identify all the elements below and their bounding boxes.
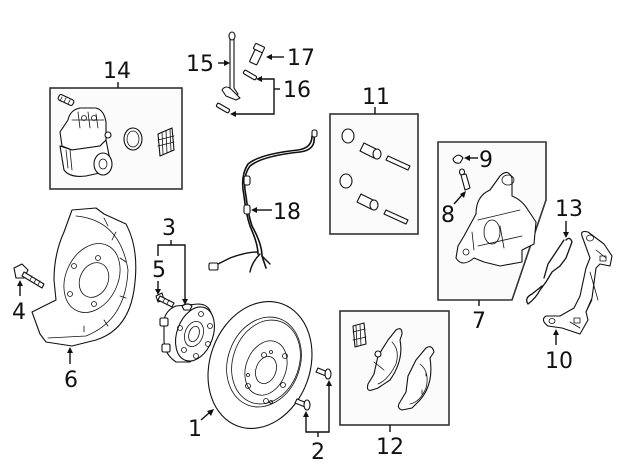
- callout-1: 1: [188, 417, 202, 442]
- part-group-9[interactable]: 9: [452, 148, 493, 173]
- bleeder-cap-icon: [452, 154, 464, 164]
- callout-4: 4: [12, 300, 26, 325]
- clip-icon: [215, 102, 231, 114]
- part-group-8[interactable]: 8: [441, 168, 471, 228]
- caliper-bracket-icon: [542, 230, 613, 335]
- part-group-11[interactable]: 11: [329, 85, 419, 235]
- actuator-screw-icon: [57, 94, 75, 106]
- callout-10: 10: [545, 349, 573, 374]
- arrow-3: [182, 299, 188, 305]
- hose-bolt-icon: [249, 42, 266, 66]
- callout-9: 9: [479, 148, 493, 173]
- callout-2: 2: [311, 440, 325, 465]
- part-group-4[interactable]: 4: [12, 263, 45, 325]
- leader-1: [200, 412, 210, 421]
- brake-rotor-icon: [207, 301, 313, 429]
- part-group-12[interactable]: 12: [339, 310, 450, 460]
- arrow-1: [207, 409, 214, 416]
- arrow-9: [464, 155, 470, 161]
- callout-14: 14: [103, 59, 131, 84]
- outer-brake-pad-icon: [397, 346, 435, 411]
- part-group-10[interactable]: 10: [542, 230, 613, 375]
- part-group-13[interactable]: 13: [526, 197, 583, 305]
- actuator-motor-icon: [59, 107, 113, 177]
- leader-8: [453, 194, 463, 205]
- arrow-8: [460, 191, 466, 198]
- guide-boot-icon: [339, 128, 355, 189]
- part-group-17[interactable]: 17: [249, 42, 315, 71]
- callout-5: 5: [152, 258, 166, 283]
- arrow-17: [266, 54, 272, 60]
- arrow-5: [155, 289, 161, 295]
- callout-17: 17: [287, 46, 315, 71]
- part-group-15[interactable]: 15: [186, 31, 241, 101]
- part-group-18[interactable]: 18: [208, 129, 318, 273]
- callout-7: 7: [472, 309, 486, 334]
- inner-brake-pad-icon: [366, 328, 403, 391]
- arrow-13: [563, 232, 569, 238]
- clip-icon: [242, 69, 258, 81]
- hose-fitting-icon: [228, 31, 236, 41]
- rotor-screw-icon: [294, 367, 332, 411]
- callout-13: 13: [555, 197, 583, 222]
- splash-shield-icon: [31, 207, 137, 347]
- grease-packet-icon: [157, 127, 175, 157]
- callout-18: 18: [273, 200, 301, 225]
- anti-rattle-spring-icon: [526, 237, 573, 305]
- part-group-7[interactable]: 7: [437, 141, 547, 334]
- callout-11: 11: [362, 85, 390, 110]
- part-group-5[interactable]: 5: [152, 258, 175, 308]
- callout-16: 16: [283, 78, 311, 103]
- part-group-1[interactable]: 1: [188, 287, 329, 443]
- seal-ring-icon: [123, 127, 143, 151]
- arrow-6: [67, 347, 73, 353]
- hub-bolt-icon: [13, 263, 45, 289]
- leader-16: [236, 78, 275, 115]
- callout-15: 15: [186, 52, 214, 77]
- part-group-3[interactable]: 3: [157, 216, 221, 366]
- abs-sensor-wire-icon: [208, 129, 318, 273]
- callout-8: 8: [441, 203, 455, 228]
- part-group-16[interactable]: 16: [215, 69, 311, 117]
- caliper-housing-icon: [455, 171, 537, 267]
- arrow-10: [553, 329, 559, 335]
- bleeder-screw-icon: [458, 168, 471, 191]
- pad-grease-packet-icon: [352, 322, 367, 348]
- arrow-15: [224, 60, 230, 66]
- callout-12: 12: [376, 435, 404, 460]
- arrow-18: [251, 207, 257, 213]
- part-group-6[interactable]: 6: [31, 207, 137, 393]
- part-group-14[interactable]: 14: [49, 59, 183, 190]
- callout-6: 6: [64, 368, 78, 393]
- wheel-stud-icon: [155, 292, 175, 308]
- callout-3: 3: [162, 216, 176, 241]
- guide-bushing-icon: [356, 142, 382, 211]
- guide-pin-icon: [383, 155, 411, 225]
- arrow-4: [17, 280, 23, 286]
- hub-bearing-icon: [159, 303, 215, 363]
- part-group-2[interactable]: 2: [294, 367, 332, 465]
